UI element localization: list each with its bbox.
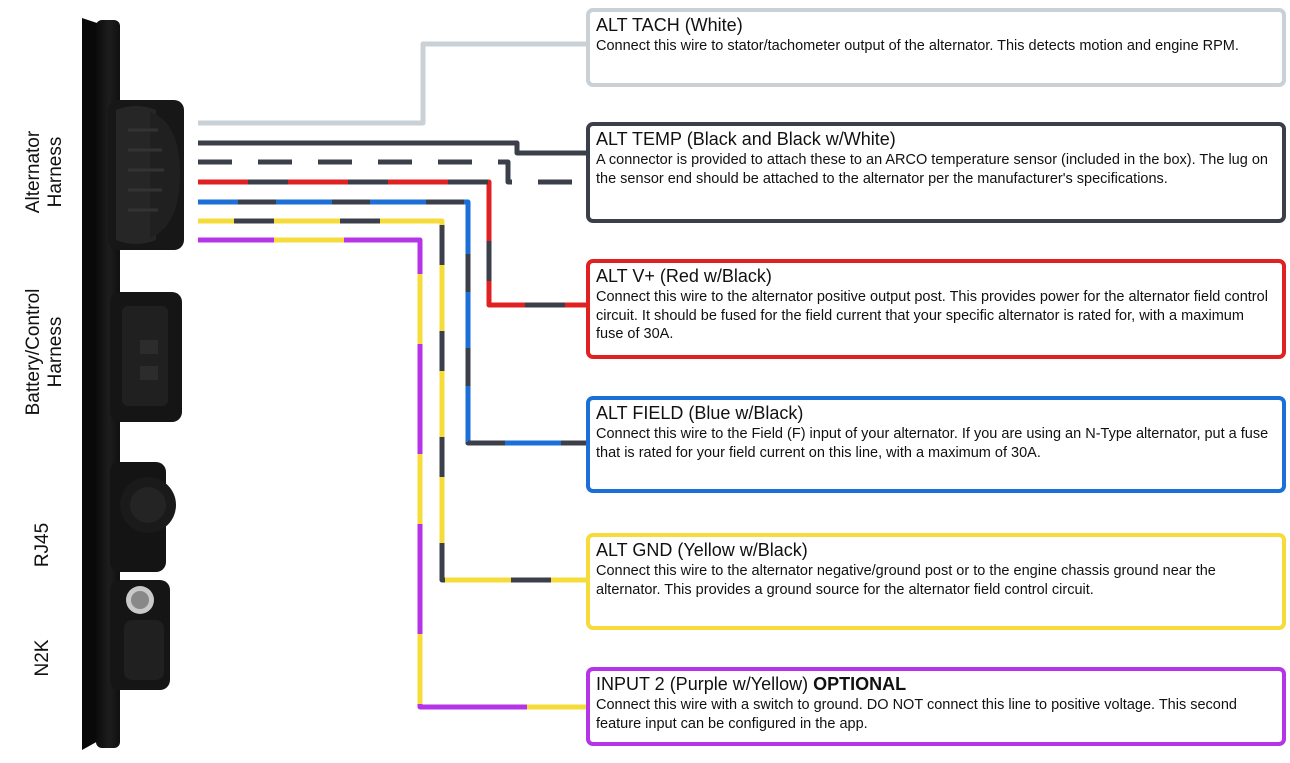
alt-field-wire xyxy=(198,199,588,446)
callout-description: Connect this wire to the alternator posi… xyxy=(596,289,1268,342)
callout-description: A connector is provided to attach these … xyxy=(596,152,1268,187)
callout-title: ALT TACH (White) xyxy=(596,15,743,35)
alt-vplus-wire xyxy=(198,179,588,308)
n2k-connector-icon xyxy=(110,580,170,690)
callout-description: Connect this wire with a switch to groun… xyxy=(596,697,1237,732)
battery-control-connector-icon xyxy=(110,292,182,422)
callout-alt-tach: ALT TACH (White) Connect this wire to st… xyxy=(586,8,1286,87)
alt-gnd-wire xyxy=(198,218,588,583)
callout-title-text: INPUT 2 (Purple w/Yellow) xyxy=(596,674,809,694)
alt-temp-wire-black-white xyxy=(198,159,588,185)
alt-temp-wire-black xyxy=(198,140,588,156)
callout-description: Connect this wire to the alternator nega… xyxy=(596,563,1216,598)
callout-description: Connect this wire to the Field (F) input… xyxy=(596,426,1269,461)
rj45-connector-icon xyxy=(110,462,176,572)
callout-title: ALT V+ (Red w/Black) xyxy=(596,266,772,286)
input2-wire xyxy=(198,237,588,710)
callout-title: ALT FIELD (Blue w/Black) xyxy=(596,403,804,423)
controller-device xyxy=(82,18,184,750)
alternator-connector-icon xyxy=(108,100,184,250)
alt-tach-wire xyxy=(198,41,588,126)
callout-input2: INPUT 2 (Purple w/Yellow) OPTIONAL Conne… xyxy=(586,667,1286,746)
callout-title: ALT TEMP (Black and Black w/White) xyxy=(596,129,896,149)
callout-description: Connect this wire to stator/tachometer o… xyxy=(596,38,1239,54)
callout-title: INPUT 2 (Purple w/Yellow) OPTIONAL xyxy=(596,674,1274,695)
callout-alt-field: ALT FIELD (Blue w/Black) Connect this wi… xyxy=(586,396,1286,493)
optional-badge: OPTIONAL xyxy=(813,674,907,694)
callout-alt-temp: ALT TEMP (Black and Black w/White) A con… xyxy=(586,122,1286,223)
callout-title: ALT GND (Yellow w/Black) xyxy=(596,540,808,560)
callout-alt-vplus: ALT V+ (Red w/Black) Connect this wire t… xyxy=(586,259,1286,359)
callout-alt-gnd: ALT GND (Yellow w/Black) Connect this wi… xyxy=(586,533,1286,630)
